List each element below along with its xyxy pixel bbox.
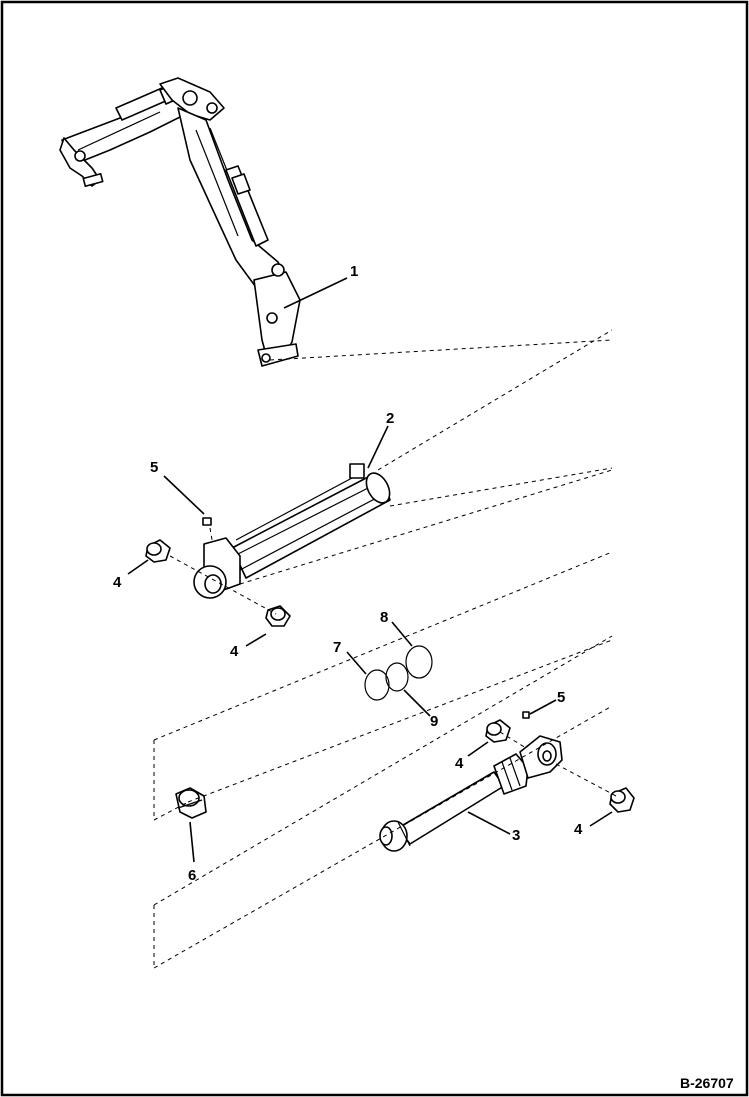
callout-7: 7: [333, 639, 341, 656]
seal-rings: [364, 645, 433, 701]
callout-5-lower: 5: [557, 689, 565, 706]
callout-6: 6: [188, 867, 196, 884]
cylinder-barrel: [193, 463, 391, 599]
callout-2: 2: [386, 410, 394, 427]
callout-3: 3: [512, 827, 520, 844]
bushing-upper-left: [145, 539, 171, 563]
bushing-lower-left: [485, 719, 511, 743]
callout-9: 9: [430, 713, 438, 730]
callout-leaders: [127, 277, 613, 863]
bushing-lower-right: [609, 787, 635, 813]
gland-nut: [175, 787, 207, 819]
callout-5-upper: 5: [150, 459, 158, 476]
drawing-number: B-26707: [680, 1075, 734, 1091]
callout-4-lower-right: 4: [574, 821, 583, 838]
boom-arm-assembly: [59, 77, 301, 367]
callout-labels: 1 2 5 4 4 8 7 9 5 4 3 4 6: [113, 263, 583, 884]
callout-4-lower-left: 4: [455, 755, 464, 772]
callout-8: 8: [380, 609, 388, 626]
bushing-upper-right: [265, 605, 291, 627]
callout-4-upper-left: 4: [113, 574, 122, 591]
cylinder-rod: [379, 711, 563, 852]
callout-1: 1: [350, 263, 358, 280]
callout-4-upper-right: 4: [230, 643, 239, 660]
phantom-lines: [153, 329, 617, 969]
